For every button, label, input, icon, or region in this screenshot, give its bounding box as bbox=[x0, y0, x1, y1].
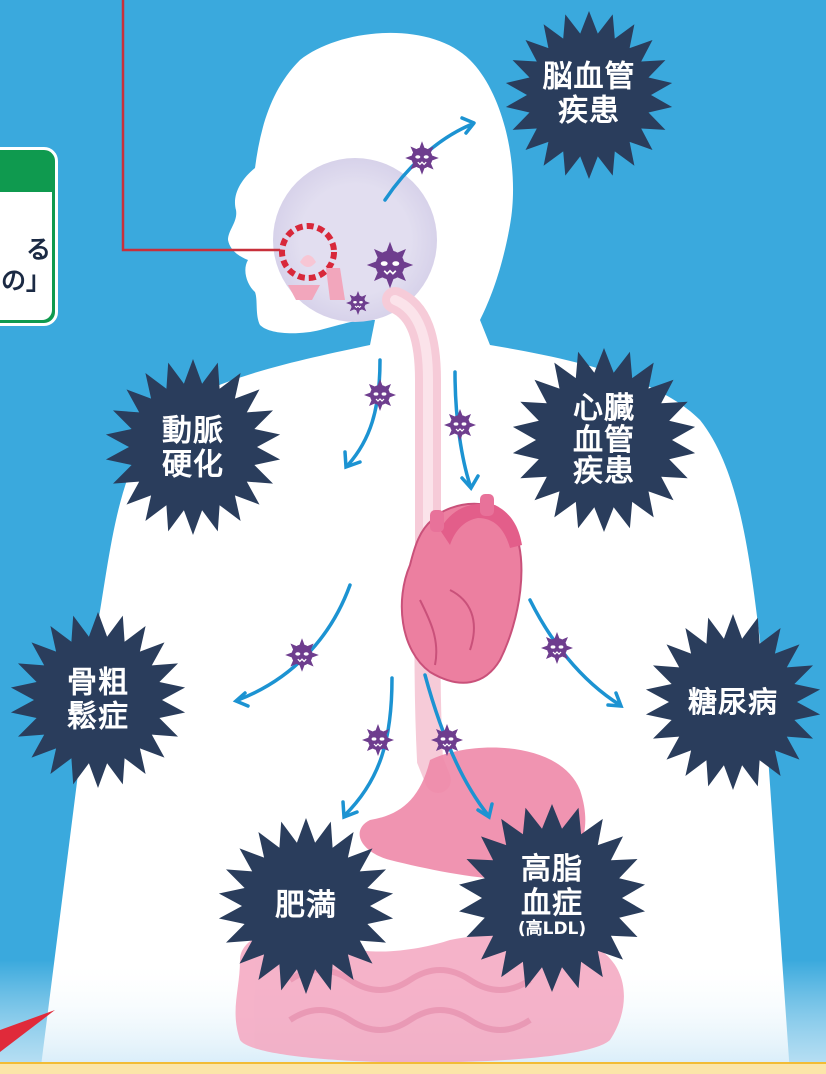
label-line: 血管 bbox=[573, 424, 635, 456]
label-line: 鬆症 bbox=[67, 700, 129, 734]
label-line: 脳血管 bbox=[543, 60, 636, 94]
label-line: 心臓 bbox=[573, 393, 635, 425]
label-line: 肥満 bbox=[275, 889, 337, 923]
label-osteoporosis: 骨粗 鬆症 bbox=[67, 666, 129, 733]
label-line: 糖尿病 bbox=[688, 686, 778, 718]
label-line: 骨粗 bbox=[67, 666, 129, 700]
label-line: 疾患 bbox=[573, 456, 635, 488]
label-cardiovascular: 心臓 血管 疾患 bbox=[573, 393, 635, 488]
label-arteriosclerosis: 動脈 硬化 bbox=[162, 414, 224, 481]
label-cerebrovascular: 脳血管 疾患 bbox=[543, 60, 636, 127]
label-line: 高脂 bbox=[518, 853, 586, 887]
label-line: 動脈 bbox=[162, 414, 224, 448]
bottom-banner-edge bbox=[0, 1062, 826, 1074]
callout-text: る の」 bbox=[1, 234, 51, 297]
label-line: 疾患 bbox=[543, 94, 636, 128]
info-callout: る の」 bbox=[0, 147, 58, 326]
label-hyperlipidemia: 高脂 血症 (高LDL) bbox=[518, 853, 586, 939]
label-line: 硬化 bbox=[162, 448, 224, 482]
label-diabetes: 糖尿病 bbox=[688, 686, 778, 718]
label-line: 血症 bbox=[518, 886, 586, 920]
label-obesity: 肥満 bbox=[275, 889, 337, 923]
label-note: (高LDL) bbox=[518, 920, 586, 939]
